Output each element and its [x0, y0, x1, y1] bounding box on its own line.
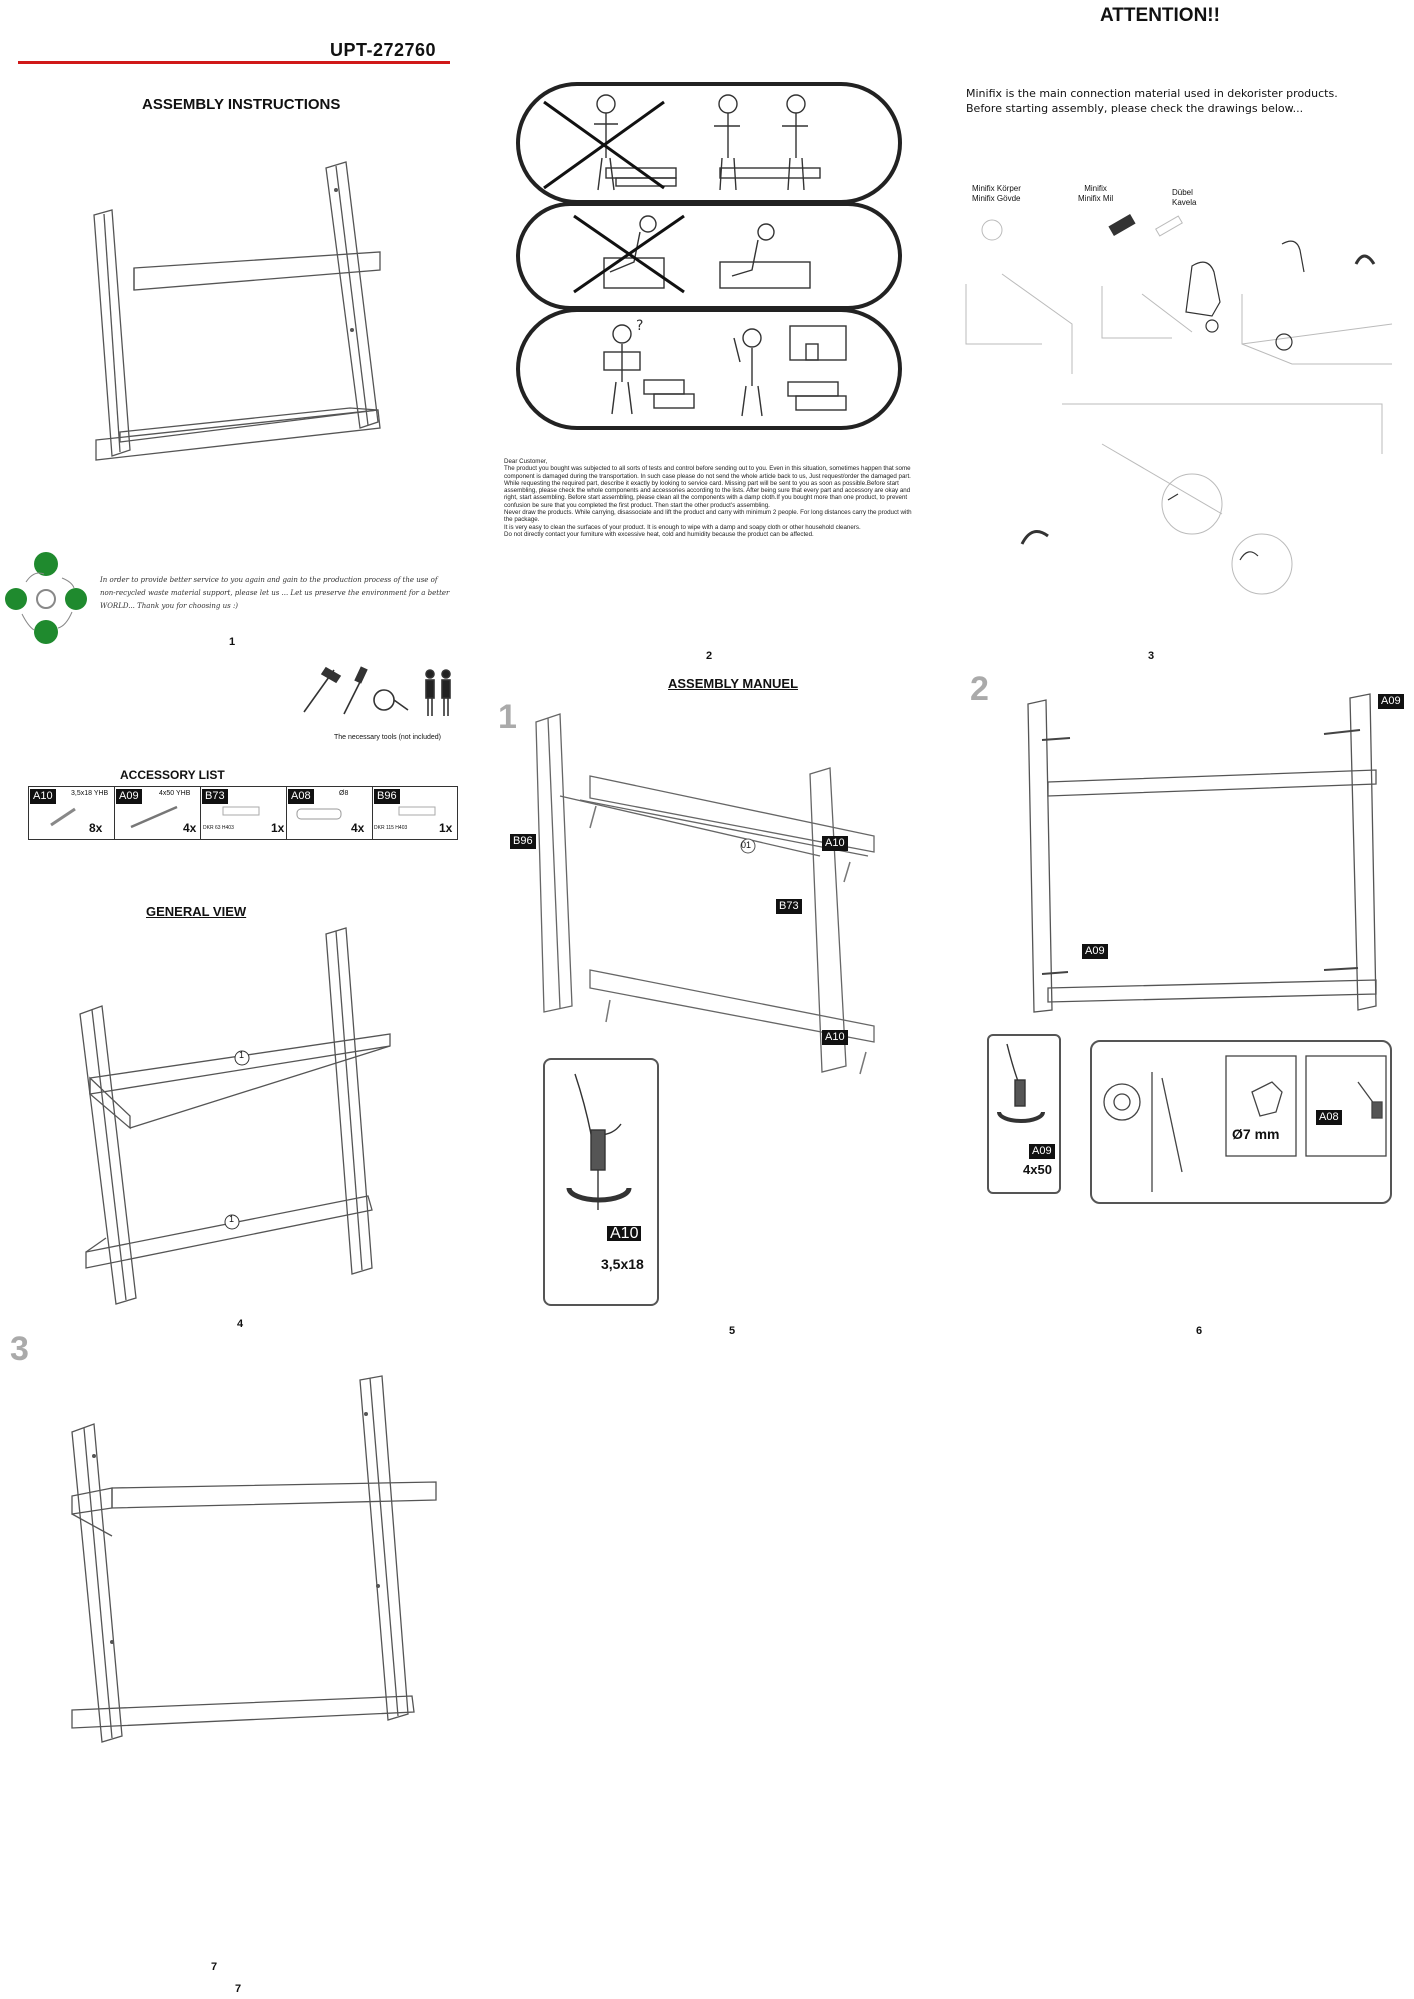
accessory-code: A10	[30, 789, 56, 804]
tools-icons	[303, 666, 451, 716]
part-tag-a10: A10	[822, 1030, 848, 1045]
accessory-code: A08	[288, 789, 314, 804]
accessory-size: Ø8	[339, 790, 349, 797]
shelf-illustration-final	[71, 1375, 437, 1743]
accessory-code: B73	[202, 789, 228, 804]
page-number: 6	[1196, 1325, 1203, 1337]
part-marker: 01	[741, 840, 752, 850]
wall-plug-tag-a08: A08	[1316, 1110, 1342, 1125]
screwdriver-hand-icon	[566, 1073, 632, 1210]
customer-letter: Dear Customer, The product you bought wa…	[504, 458, 912, 538]
step-number: 3	[10, 1330, 29, 1368]
accessory-size: DKR 63 Н403	[203, 825, 234, 831]
shelf-illustration-general	[79, 927, 391, 1305]
accessory-item: B73 DKR 63 Н403 1x	[201, 787, 287, 839]
part-marker: 1	[239, 1050, 245, 1060]
accessory-item: A08 Ø8 4x	[287, 787, 373, 839]
screwdriver-hand-icon	[997, 1043, 1045, 1123]
accessory-qty: 1x	[271, 821, 285, 835]
minifix-diagram	[965, 213, 1393, 595]
page-number: 7	[211, 1961, 218, 1973]
shelf-illustration-cover	[93, 161, 381, 461]
svg-text:?: ?	[636, 318, 643, 334]
attention-intro: Minifix is the main connection material …	[966, 87, 1338, 115]
drill-size: Ø7 mm	[1232, 1126, 1280, 1142]
recycle-icon	[5, 552, 87, 644]
wall-mount-icons	[1103, 1055, 1387, 1192]
step-2-diagram	[1027, 693, 1377, 1013]
callout-code: A10	[607, 1226, 642, 1242]
wall-mount-callout: Ø7 mm A08	[1090, 1040, 1392, 1204]
header-rule	[18, 61, 450, 64]
accessory-code: A09	[116, 789, 142, 804]
part-tag-a10: A10	[822, 836, 848, 851]
accessory-item: A09 4x50 YHB 4x	[115, 787, 201, 839]
long-screw-icon	[130, 805, 178, 829]
screw-callout: A09 4x50	[987, 1034, 1061, 1194]
callout-code: A09	[1029, 1144, 1055, 1159]
accessory-item: B96 DKR 115 Н403 1x	[373, 787, 457, 839]
page-number: 3	[1148, 650, 1155, 662]
attention-title: ATTENTION!!	[1100, 5, 1220, 26]
part-tag-b96: B96	[510, 834, 536, 849]
accessory-size: 3,5x18 YHB	[71, 790, 109, 797]
accessory-qty: 4x	[351, 821, 365, 835]
screw-tag-a09: A09	[1082, 944, 1108, 959]
hanger-icon	[398, 806, 436, 816]
accessory-list: A10 3,5x18 YHB 8x A09 4x50 YHB 4x B73 DK…	[28, 786, 458, 840]
accessory-qty: 4x	[183, 821, 197, 835]
assembly-manuel-title: ASSEMBLY MANUEL	[668, 676, 799, 691]
wall-plug-icon	[296, 808, 342, 820]
part-tag-b73: B73	[776, 899, 802, 914]
accessory-item: A10 3,5x18 YHB 8x	[29, 787, 115, 839]
accessory-size: DKR 115 Н403	[374, 825, 408, 831]
accessory-list-title: ACCESSORY LIST	[120, 768, 225, 782]
screw-tag-a09: A09	[1378, 694, 1404, 709]
screwdriver-callout: A10 3,5x18	[543, 1058, 659, 1306]
step-1-diagram	[535, 713, 875, 1075]
minifix-pin-label: Minifix Minifix Mil	[1078, 184, 1114, 203]
part-marker: 1	[229, 1214, 235, 1224]
tools-caption: The necessary tools (not included)	[334, 734, 441, 741]
page-number: 1	[229, 636, 236, 648]
minifix-body-label: Minifix Körper Minifix Gövde	[972, 184, 1021, 203]
hanger-icon	[222, 806, 260, 816]
screw-icon	[50, 807, 76, 827]
dowel-label: Dübel Kavela	[1172, 188, 1197, 207]
callout-size: 3,5x18	[601, 1256, 644, 1272]
general-view-title: GENERAL VIEW	[146, 904, 247, 919]
assembly-instructions-title: ASSEMBLY INSTRUCTIONS	[142, 96, 341, 113]
accessory-qty: 1x	[439, 821, 453, 835]
accessory-size: 4x50 YHB	[159, 790, 191, 797]
accessory-code: B96	[374, 789, 400, 804]
page-number: 4	[237, 1318, 244, 1330]
accessory-qty: 8x	[89, 821, 103, 835]
eco-message: In order to provide better service to yo…	[100, 576, 450, 610]
callout-size: 4x50	[1023, 1162, 1052, 1177]
product-code: UPT-272760	[330, 40, 437, 60]
step-number: 2	[970, 670, 989, 708]
footer-number: 7	[235, 1983, 242, 1995]
page-number: 5	[729, 1325, 736, 1337]
page-number: 2	[706, 650, 713, 662]
warning-panels: ?	[516, 82, 902, 430]
step-number: 1	[498, 698, 517, 736]
